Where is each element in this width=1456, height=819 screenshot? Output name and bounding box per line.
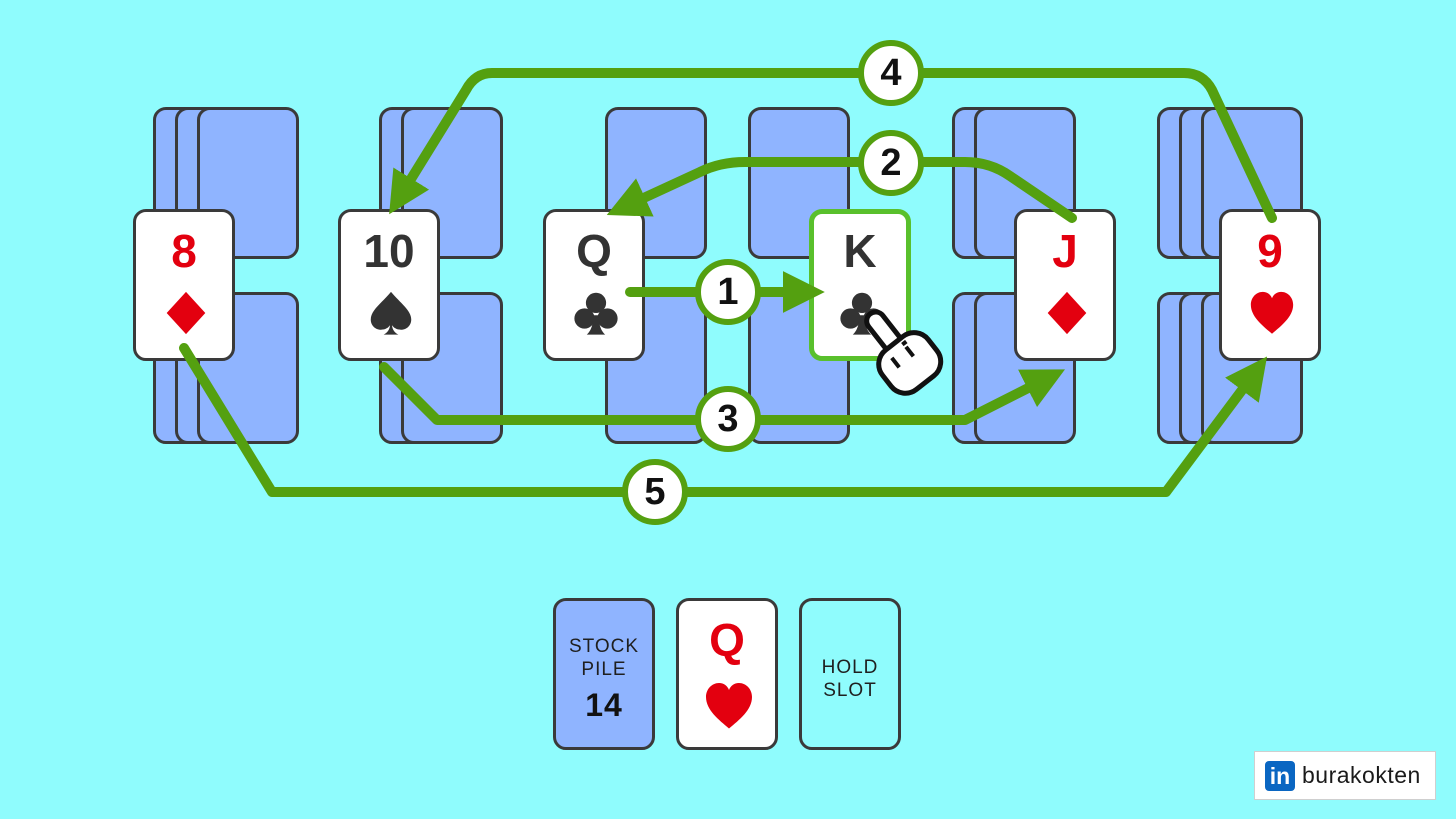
tableau-card-1[interactable]: 8 [133,209,235,361]
brand-name: burakokten [1302,762,1421,788]
linkedin-logo-icon: in [1265,761,1295,791]
hold-label-line2: SLOT [823,680,877,701]
spade-icon [370,291,412,335]
stock-pile[interactable]: STOCK PILE 14 [553,598,655,750]
heart-icon [1250,291,1294,334]
tableau-card-3[interactable]: Q [543,209,645,361]
card-rank: J [1052,225,1078,277]
card-rank: 10 [363,225,415,277]
brand-badge[interactable]: in burakokten [1254,751,1436,800]
hold-slot[interactable]: HOLD SLOT [799,598,901,750]
card-rank: K [843,225,877,277]
move-arrow-5 [179,343,1268,497]
move-arrow-2 [606,157,1077,223]
tableau-card-5[interactable]: J [1014,209,1116,361]
step-badge-4: 4 [858,40,924,106]
step-badge-5: 5 [622,459,688,525]
tableau-card-6[interactable]: 9 [1219,209,1321,361]
stock-label-line1: STOCK [568,636,640,657]
stock-count: 14 [585,687,623,723]
diamond-icon [1047,291,1087,335]
heart-icon [706,683,752,729]
diamond-icon [166,291,206,335]
step-badge-1: 1 [695,259,761,325]
step-badge-3: 3 [695,386,761,452]
stock-label-line2: PILE [581,659,627,680]
tableau-card-2[interactable]: 10 [338,209,440,361]
card-rank: Q [576,225,612,277]
move-arrow-4 [389,68,1277,223]
hold-label-line1: HOLD [821,657,879,678]
waste-card[interactable]: Q [676,598,778,750]
card-rank: Q [709,614,745,666]
card-rank: 9 [1257,225,1283,277]
step-badge-2: 2 [858,130,924,196]
club-icon [574,292,618,335]
card-back [197,107,299,259]
card-rank: 8 [171,225,197,277]
